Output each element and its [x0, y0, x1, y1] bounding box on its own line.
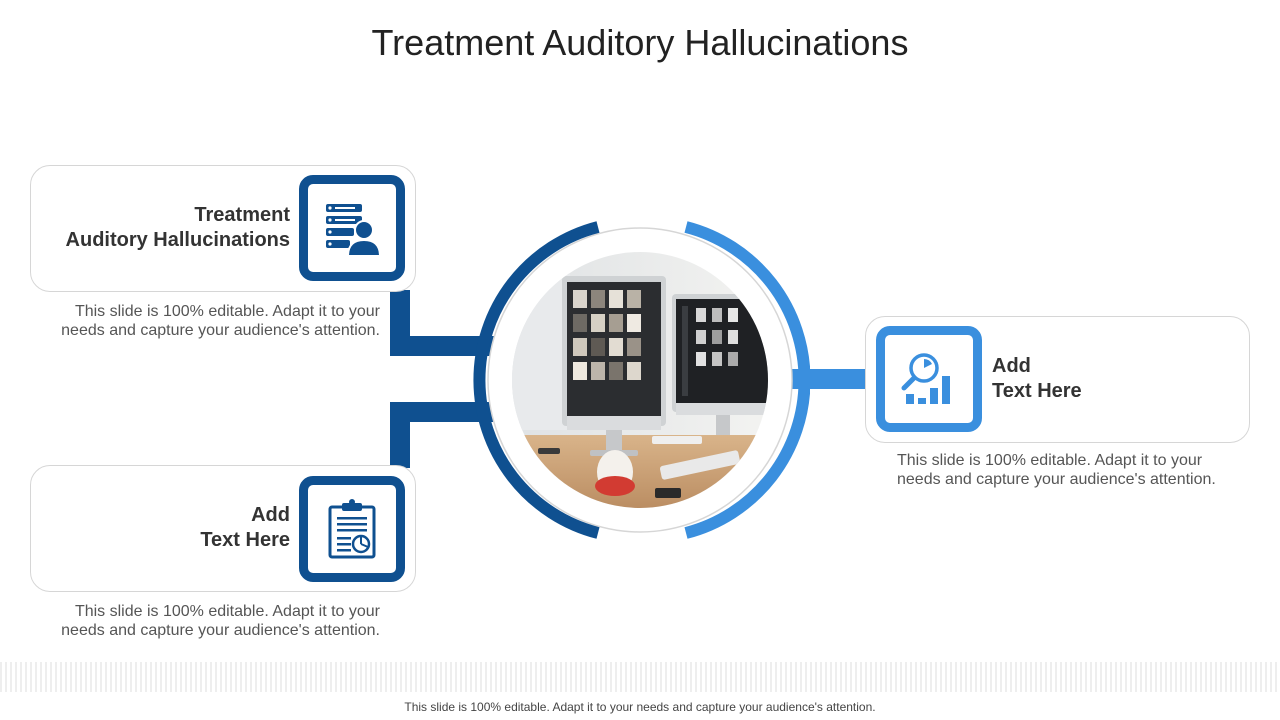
connector-bottom-left-horizontal: [390, 402, 500, 422]
footer-note: This slide is 100% editable. Adapt it to…: [404, 700, 876, 714]
icon-container: [299, 175, 405, 281]
server-user-icon: [326, 204, 380, 256]
card-top-left: Treatment Auditory Hallucinations: [30, 165, 416, 292]
slide-title: Treatment Auditory Hallucinations: [371, 22, 909, 63]
card-title: Add Text Here: [992, 355, 1082, 402]
icon-container: [876, 326, 982, 432]
connector-top-left-horizontal: [390, 336, 500, 356]
search-analytics-icon: [901, 353, 950, 404]
card-description: This slide is 100% editable. Adapt it to…: [61, 303, 380, 339]
card-description: This slide is 100% editable. Adapt it to…: [61, 603, 380, 639]
card-description: This slide is 100% editable. Adapt it to…: [897, 452, 1216, 488]
card-title: Treatment Auditory Hallucinations: [65, 204, 290, 251]
ring-arc-left: [473, 221, 600, 539]
ring-arc-right: [684, 221, 810, 539]
card-right: Add Text Here: [865, 316, 1250, 443]
center-hub: [473, 221, 810, 539]
footer-stripe: [0, 662, 1280, 692]
card-title: Add Text Here: [200, 504, 290, 551]
connector-right: [790, 369, 870, 389]
card-bottom-left: Add Text Here: [30, 465, 416, 592]
icon-container: [299, 476, 405, 582]
clipboard-chart-icon: [328, 499, 376, 559]
